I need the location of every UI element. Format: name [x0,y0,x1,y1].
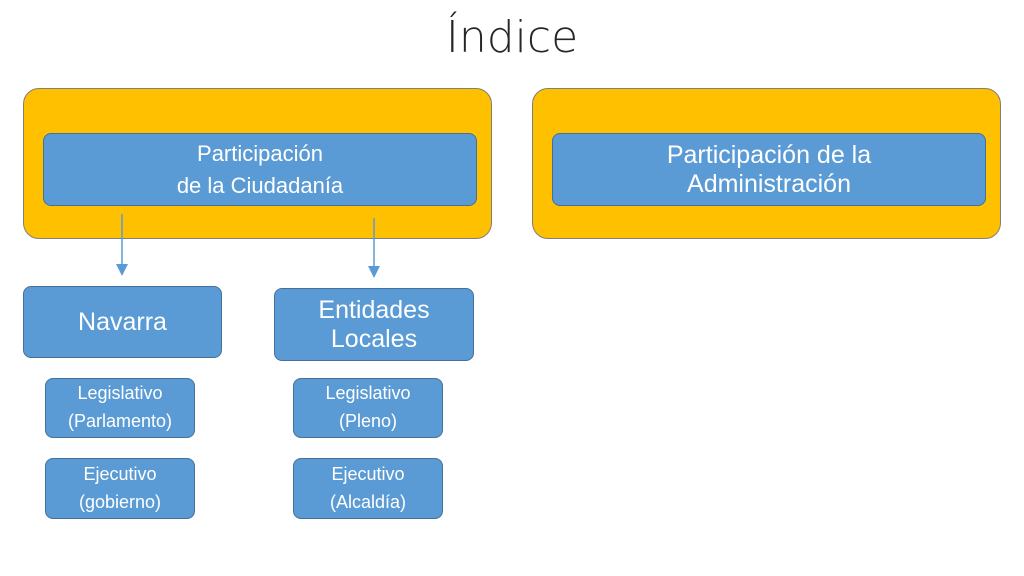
navarra-ejecutivo-line-2: (gobierno) [78,491,162,512]
navarra-legislativo-line-1: Legislativo [77,383,163,404]
administration-participation-line-2: Administración [687,169,851,198]
entidades-ejecutivo-line-1: Ejecutivo [331,463,405,484]
navarra-label: Navarra [78,307,167,336]
entidades-legislativo-line-2: (Pleno) [338,411,398,431]
citizen-participation-line-2: de la Ciudadanía [176,172,344,198]
page-title: Índice [445,12,579,63]
citizen-participation-box: Participación de la Ciudadanía [43,133,477,206]
citizen-participation-line-1: Participación [197,140,323,166]
entidades-ejecutivo-line-2: (Alcaldía) [329,491,407,512]
entidades-legislativo-box: Legislativo (Pleno) [293,378,443,438]
entidades-ejecutivo-box: Ejecutivo (Alcaldía) [293,458,443,519]
navarra-box: Navarra [23,286,222,358]
navarra-ejecutivo-box: Ejecutivo (gobierno) [45,458,195,519]
navarra-ejecutivo-line-1: Ejecutivo [83,463,157,484]
entidades-legislativo-line-1: Legislativo [325,383,411,404]
entidades-locales-line-1: Entidades [318,295,430,324]
entidades-locales-line-2: Locales [330,324,418,353]
entidades-locales-box: Entidades Locales [274,288,474,361]
navarra-legislativo-box: Legislativo (Parlamento) [45,378,195,438]
navarra-legislativo-line-2: (Parlamento) [67,411,173,431]
administration-participation-line-1: Participación de la [666,140,872,169]
administration-participation-box: Participación de la Administración [552,133,986,206]
